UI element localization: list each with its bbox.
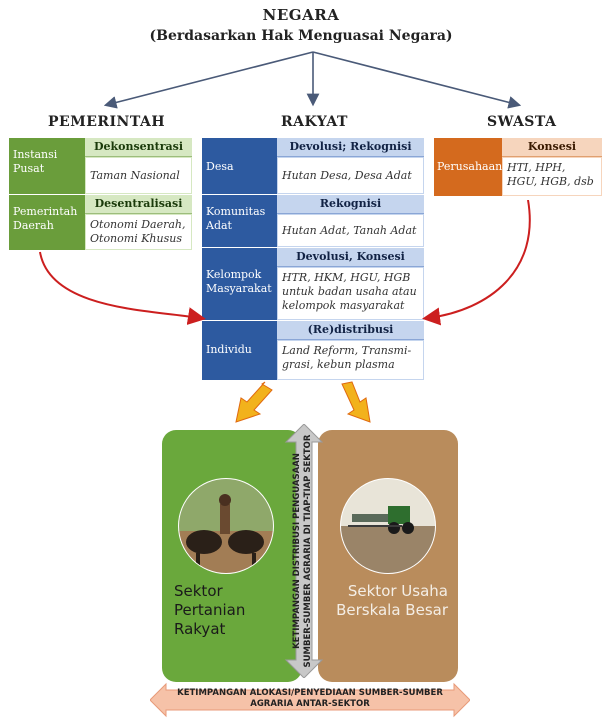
actor-pemerintah-daerah: Pemerintah Daerah xyxy=(9,195,85,250)
actor-individu: Individu xyxy=(202,321,277,380)
column-rakyat: RAKYAT xyxy=(281,114,348,130)
horizontal-inequality-text: KETIMPANGAN ALOKASI/PENYEDIAAN SUMBER-SU… xyxy=(177,688,443,709)
detail-hutan-desa: Hutan Desa, Desa Adat xyxy=(277,157,424,194)
detail-land-reform: Land Reform, Transmi-grasi, kebun plasma xyxy=(277,340,424,380)
sektor-usaha-besar-label: Sektor Usaha Berskala Besar xyxy=(336,582,448,619)
arrow-to-pemerintah xyxy=(103,51,314,109)
arrow-to-swasta xyxy=(312,51,522,109)
top-arrows xyxy=(103,51,522,109)
detail-taman-nasional: Taman Nasional xyxy=(85,157,192,194)
mode-rekognisi: Rekognisi xyxy=(277,195,424,214)
tractor-photo xyxy=(340,478,436,574)
detail-htr-hkm: HTR, HKM, HGU, HGB untuk badan usaha ata… xyxy=(277,267,424,320)
mode-dekonsentrasi: Dekonsentrasi xyxy=(85,138,192,157)
actor-kelompok-masyarakat: Kelompok Masyarakat xyxy=(202,248,277,320)
vertical-double-arrow xyxy=(284,424,324,678)
detail-hti-hph: HTI, HPH, HGU, HGB, dsb xyxy=(502,157,602,196)
diagram-subtitle: (Berdasarkan Hak Menguasai Negara) xyxy=(149,28,453,44)
actor-desa: Desa xyxy=(202,138,277,194)
mode-desentralisasi: Desentralisasi xyxy=(85,195,192,214)
pemerintah-to-rakyat-arrow xyxy=(39,251,206,325)
farmer-photo xyxy=(178,478,274,574)
mode-konsesi: Konsesi xyxy=(502,138,602,157)
yellow-arrow-right xyxy=(341,381,371,423)
mode-devolusi-rekognisi: Devolusi; Rekognisi xyxy=(277,138,424,157)
connector-arrows xyxy=(39,200,531,326)
horizontal-double-arrow xyxy=(150,682,470,718)
big-arrows xyxy=(235,381,371,423)
sektor-pertanian-rakyat-label: Sektor Pertanian Rakyat xyxy=(174,582,246,638)
column-swasta: SWASTA xyxy=(487,114,557,130)
swasta-panel: Perusahaan Konsesi HTI, HPH, HGU, HGB, d… xyxy=(434,138,602,196)
pemerintah-panel: Instansi Pusat Dekonsentrasi Taman Nasio… xyxy=(9,138,192,250)
detail-hutan-adat: Hutan Adat, Tanah Adat xyxy=(277,214,424,247)
yellow-arrow-left xyxy=(235,381,273,423)
vertical-inequality-text: KETIMPANGAN DISTRIBUSI PENGUASAAN SUMBER… xyxy=(292,434,313,668)
diagram-title: NEGARA xyxy=(262,6,340,24)
mode-devolusi-konsesi: Devolusi, Konsesi xyxy=(277,248,424,267)
actor-instansi-pusat: Instansi Pusat xyxy=(9,138,85,194)
rakyat-panel: Desa Devolusi; Rekognisi Hutan Desa, Des… xyxy=(202,138,424,380)
actor-perusahaan: Perusahaan xyxy=(434,138,502,196)
actor-komunitas-adat: Komunitas Adat xyxy=(202,195,277,247)
detail-otonomi: Otonomi Daerah, Otonomi Khusus xyxy=(85,214,192,250)
column-pemerintah: PEMERINTAH xyxy=(48,114,166,130)
mode-redistribusi: (Re)distribusi xyxy=(277,321,424,340)
swasta-to-rakyat-arrow xyxy=(422,200,531,326)
